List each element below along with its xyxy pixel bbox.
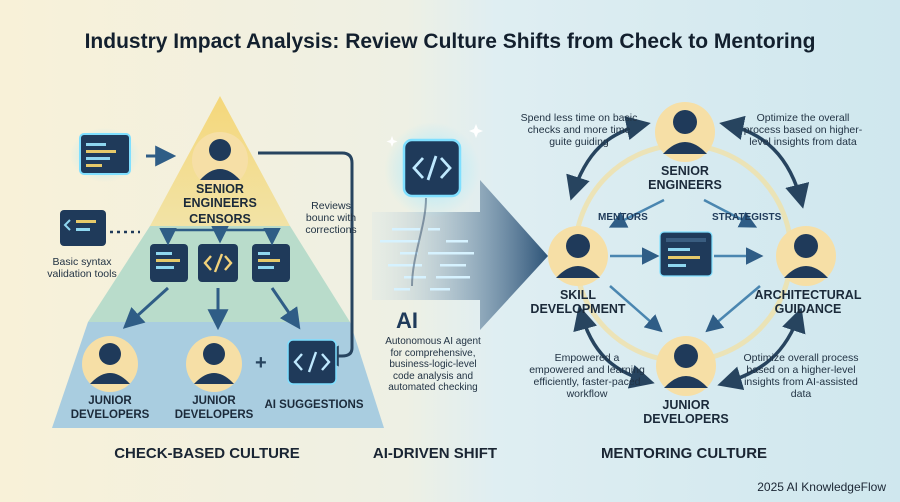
optimize-bottom-note: Optimize overall process based on a high… [743, 352, 859, 400]
ai-code-glow-icon [384, 122, 483, 218]
review-loop-arrow [258, 151, 354, 367]
check-culture-heading: CHECK-BASED CULTURE [114, 445, 300, 462]
skill-person-icon [548, 226, 608, 286]
senior-mentor-person-icon [655, 102, 715, 162]
junior-developers-label-1: JUNIOR DEVELOPERS [70, 395, 150, 421]
senior-engineers-right-label: SENIOR ENGINEERS [648, 164, 722, 192]
center-code-card-icon [659, 231, 713, 277]
architect-person-icon [776, 226, 836, 286]
ai-shift-heading: AI-DRIVEN SHIFT [372, 445, 498, 462]
code-card-icon [252, 244, 290, 282]
senior-person-icon [192, 132, 248, 188]
junior-person-icon [186, 336, 242, 392]
senior-engineers-label: SENIOR ENGINEERS [183, 182, 257, 210]
junior-mentee-person-icon [656, 336, 716, 396]
credit-text: 2025 AI KnowledgeFlow [757, 480, 886, 494]
code-card-icon [150, 244, 188, 282]
ai-label: AI [396, 308, 418, 333]
ai-suggestion-code-icon [287, 339, 337, 385]
ai-agent-description: Autonomous AI agent for comprehensive, b… [385, 336, 481, 393]
spend-less-note: Spend less time on basic checks and more… [520, 112, 638, 148]
optimize-top-note: Optimize the overall process based on hi… [743, 112, 863, 148]
junior-developers-label-2: JUNIOR DEVELOPERS [174, 395, 254, 421]
code-window-icon [70, 128, 140, 182]
censors-label: CENSORS [189, 212, 251, 226]
syntax-tool-icon [60, 210, 106, 246]
mentors-label: MENTORS [598, 212, 648, 223]
mentoring-culture-heading: MENTORING CULTURE [600, 445, 768, 462]
empowered-note: Empowered a empowered and learning effic… [529, 352, 645, 400]
architectural-guidance-label: ARCHITECTURAL GUIDANCE [754, 288, 862, 316]
page-title: Industry Impact Analysis: Review Culture… [84, 30, 816, 53]
junior-developers-right-label: JUNIOR DEVELOPERS [643, 398, 729, 426]
syntax-tools-label: Basic syntax validation tools [47, 256, 117, 280]
ai-shift-arrow [372, 180, 548, 330]
plus-sign: + [255, 352, 267, 374]
skill-development-label: SKILL DEVELOPMENT [530, 288, 626, 316]
reviews-note: Reviews bounc with corrections [305, 200, 357, 236]
code-brackets-icon [198, 244, 238, 282]
junior-person-icon [82, 336, 138, 392]
strategists-label: STRATEGISTS [712, 212, 782, 223]
ai-suggestions-label: AI SUGGESTIONS [264, 399, 364, 411]
